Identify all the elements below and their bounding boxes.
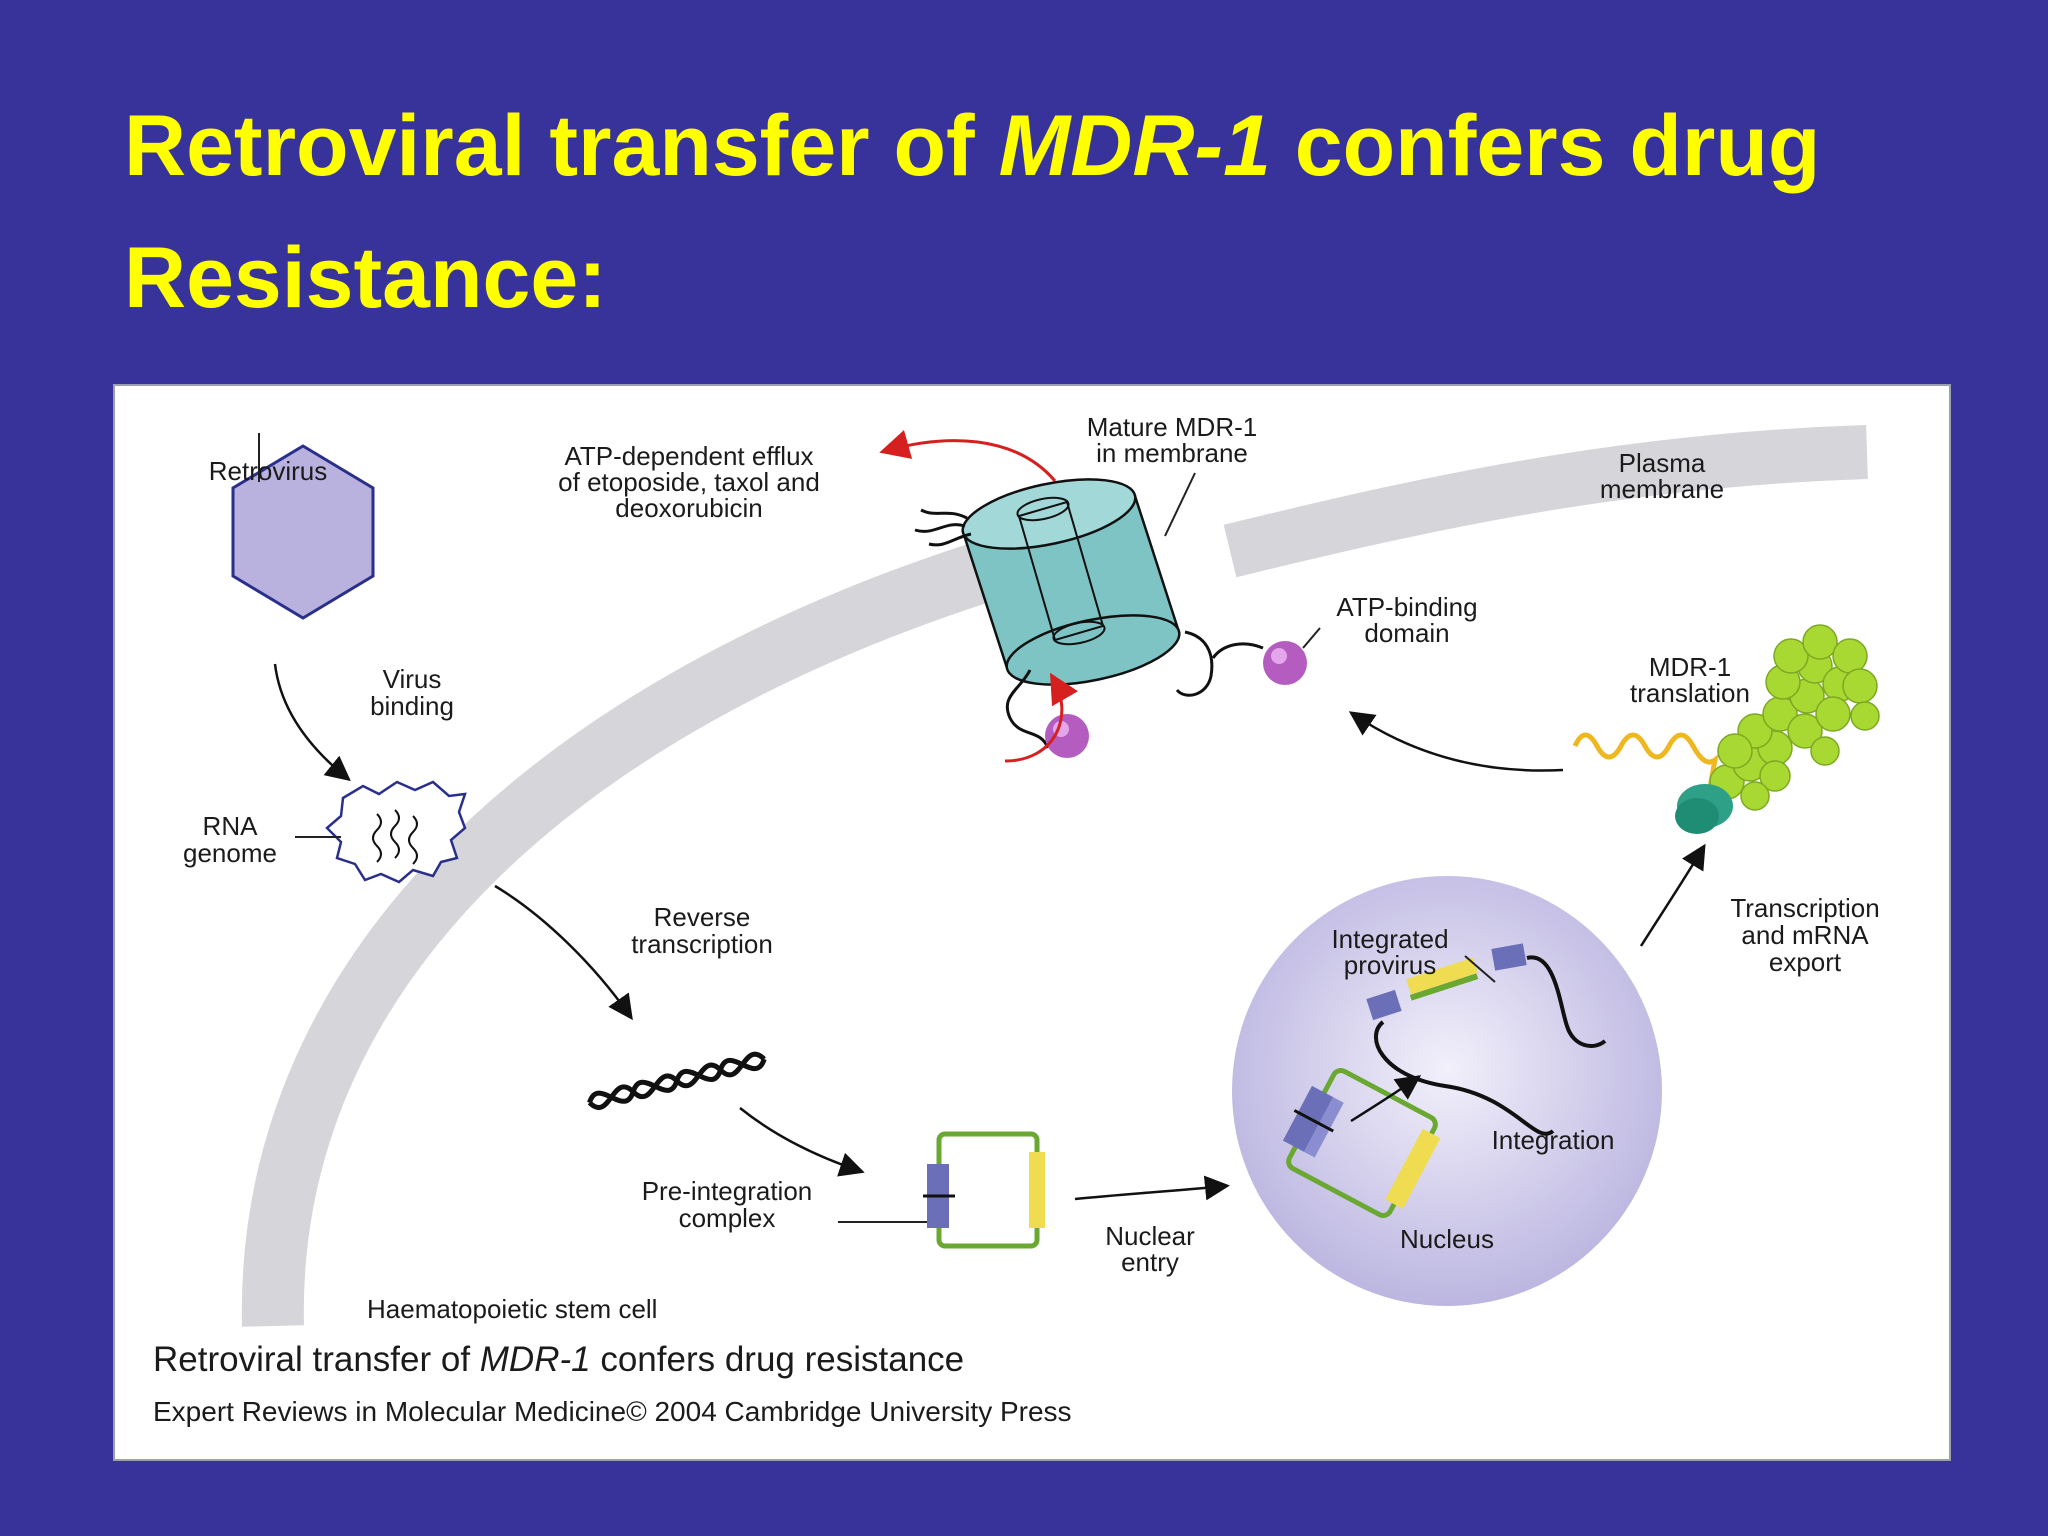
label-transcription-export-2: and mRNA [1741, 920, 1869, 950]
reverse-transcription-arrow [494, 884, 633, 1021]
label-plasma-membrane-2: membrane [1600, 474, 1724, 504]
pre-integration-complex [923, 1131, 1045, 1249]
label-integration: Integration [1492, 1125, 1615, 1155]
title-part1: Retroviral transfer of [124, 98, 999, 194]
provirus-leader-line [1464, 955, 1496, 983]
retrovirus-particle [231, 433, 375, 620]
title-italic: MDR-1 [998, 98, 1271, 194]
figure-credit: Expert Reviews in Molecular Medicine© 20… [153, 1396, 1072, 1427]
figure-panel: Retrovirus Virus binding RNA genome Reve… [113, 384, 1951, 1461]
atp-binding-leader-line [1302, 627, 1321, 649]
label-pre-integration-1: Pre-integration [642, 1176, 813, 1206]
pic-formation-arrow [739, 1107, 865, 1177]
label-atp-efflux-1: ATP-dependent efflux [564, 441, 813, 471]
nuclear-complex [1282, 1067, 1441, 1219]
label-plasma-membrane-1: Plasma [1619, 448, 1706, 478]
label-nucleus: Nucleus [1400, 1224, 1494, 1254]
translation-machinery [1572, 624, 1880, 834]
label-mdr1-translation-2: translation [1630, 678, 1750, 708]
label-rna-genome-2: genome [183, 838, 277, 868]
label-transcription-export-1: Transcription [1730, 893, 1879, 923]
label-integrated-provirus-1: Integrated [1331, 924, 1448, 954]
label-atp-efflux-3: deoxorubicin [615, 493, 762, 523]
plasma-membrane [241, 425, 1868, 1327]
mdr1-transporter [914, 478, 1307, 758]
label-stem-cell: Haematopoietic stem cell [367, 1294, 657, 1324]
label-mdr1-translation-1: MDR-1 [1649, 652, 1731, 682]
slide-title: Retroviral transfer of MDR-1 confers dru… [124, 80, 1984, 344]
caption-part1: Retroviral transfer of [153, 1340, 480, 1379]
label-virus-binding-2: binding [370, 691, 454, 721]
mdr1-diagram: Retrovirus Virus binding RNA genome Reve… [153, 412, 1880, 1427]
drug-uptake-arrow [1004, 672, 1078, 763]
label-nuclear-entry-2: entry [1121, 1247, 1179, 1277]
virus-binding-arrow [273, 663, 351, 782]
label-integrated-provirus-2: provirus [1344, 950, 1436, 980]
label-rna-genome-1: RNA [203, 811, 259, 841]
label-reverse-transcription-2: transcription [631, 929, 773, 959]
label-mature-mdr1-1: Mature MDR-1 [1087, 412, 1257, 442]
efflux-arrow [879, 430, 1057, 482]
integrated-provirus [1366, 943, 1607, 1136]
label-pre-integration-2: complex [679, 1203, 776, 1233]
nuclear-entry-arrow [1074, 1175, 1230, 1201]
dna-helix [587, 1051, 767, 1110]
mature-mdr1-leader-line [1164, 472, 1196, 537]
title-part2: confers drug [1270, 98, 1821, 194]
trafficking-arrow [1348, 711, 1564, 772]
label-virus-binding-1: Virus [383, 664, 442, 694]
label-atp-efflux-2: of etoposide, taxol and [558, 467, 820, 497]
integration-arrow [1350, 1075, 1422, 1123]
title-line2: Resistance: [124, 230, 607, 326]
label-nuclear-entry-1: Nuclear [1105, 1221, 1195, 1251]
figure-caption: Retroviral transfer of MDR-1 confers dru… [153, 1340, 964, 1379]
label-transcription-export-3: export [1769, 947, 1842, 977]
label-retrovirus: Retrovirus [209, 456, 327, 486]
label-atp-binding-1: ATP-binding [1336, 592, 1477, 622]
caption-italic: MDR-1 [480, 1340, 591, 1379]
caption-part2: confers drug resistance [591, 1340, 965, 1379]
transcription-arrow [1639, 843, 1706, 947]
rna-genome-particle [295, 780, 467, 884]
label-reverse-transcription-1: Reverse [654, 902, 751, 932]
label-mature-mdr1-2: in membrane [1096, 438, 1248, 468]
label-atp-binding-2: domain [1364, 618, 1449, 648]
